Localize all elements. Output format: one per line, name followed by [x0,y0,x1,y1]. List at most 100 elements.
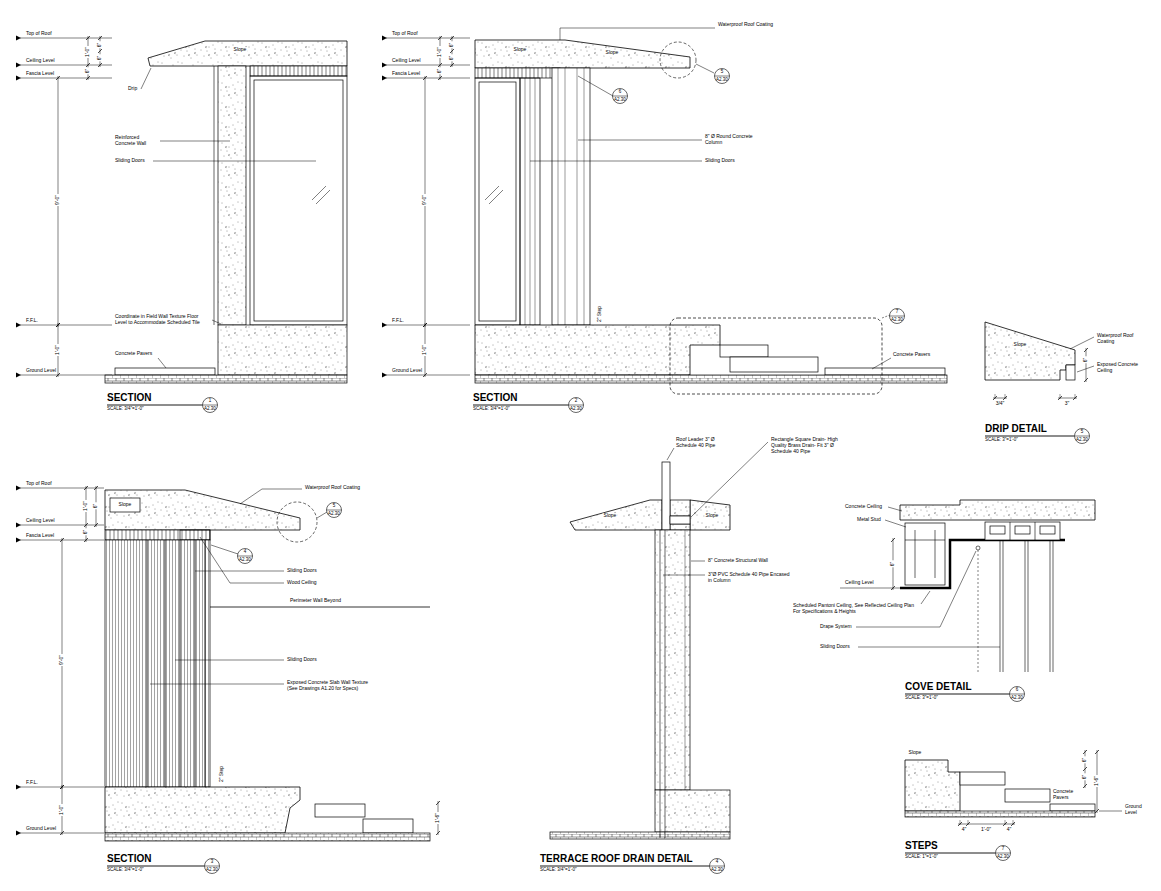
wall-line [685,530,686,790]
extension-line [968,820,969,825]
glass-mark [316,190,330,204]
leader-line [578,76,613,96]
level-label: Ground Level [392,368,422,374]
stud-line [915,530,916,578]
dimension-label: 1'-0" [83,500,89,512]
title-underline [540,866,710,867]
dimension-label: 6" [890,561,896,568]
dimension-label: 6" [449,42,455,49]
scale-note: SCALE: 3"=1'-0" [905,695,938,700]
level-line [20,375,112,376]
dimension-label: 6" [437,68,443,75]
dimension-tick [423,323,427,327]
glass-mark [489,190,503,204]
track-divider [1035,522,1036,540]
note-label: Coordinate in Field Wall Texture Floor L… [115,314,210,326]
level-line [20,38,112,39]
level-marker [16,323,21,328]
detail-tag-circle [238,549,253,564]
callout-number: 5 [333,504,336,509]
door-track [985,522,1060,540]
leader-line [175,660,284,661]
level-marker [382,36,387,41]
note-label: Roof Leader 3" Ø Schedule 40 Pipe [676,437,718,449]
leader-line [885,520,906,527]
level-marker [16,36,21,41]
dimension-tick [98,36,102,40]
detail-tag-circle [1075,429,1090,444]
leader-line [211,545,238,554]
view-title: SECTION [107,853,151,864]
note-label: Sliding Doors [287,657,317,663]
view-title: STEPS [905,840,938,851]
leader-line [141,68,151,89]
roof-slab [690,500,730,530]
door-panel-line [180,540,181,787]
annotation-label: 3" [1064,401,1071,407]
note-label: Sliding Doors [705,158,735,164]
ground-hatch [105,833,430,841]
dimension-tick [84,523,88,527]
sliding-door-line [1050,541,1051,672]
note-label: Exposed Concrete Ceiling [1097,362,1142,374]
scale-note: SCALE: 3/4"=1'-0" [540,867,577,872]
note-label: Waterproof Roof Coating [718,22,773,28]
roof-slab-edge [985,322,1075,380]
sliding-door-line [1028,541,1029,672]
title-underline [107,405,203,406]
callout-number: 7 [896,310,899,315]
level-line [20,325,112,326]
dimension-tick [1083,750,1087,754]
scale-note: SCALE: 3"=1'-0" [985,437,1018,442]
level-marker [16,373,21,378]
extension-line [995,394,996,399]
concrete-paver [1050,804,1095,811]
extension-line [960,820,961,825]
title-underline [985,436,1075,437]
sliding-door-line [1003,541,1004,672]
dimension-label: 6" [97,55,103,62]
ceiling-finish [1066,365,1075,380]
dimension-label: 6" [1082,757,1088,764]
note-label: Perimeter Wall Beyond [290,598,341,604]
view-title: TERRACE ROOF DRAIN DETAIL [540,853,693,864]
note-label: Concrete Pavers [115,351,152,357]
dimension-label: 1'-0" [422,344,428,356]
level-label: Ground Level [26,368,56,374]
dimension-label: 6" [449,55,455,62]
dimension-line [958,824,1015,825]
annotation-label: Slope [705,513,720,519]
sheet-reference: A2.30 [1011,696,1023,701]
detail-tag-divider [327,510,342,511]
level-label: Top of Roof [26,481,52,487]
dimension-label: 1'-0" [59,804,65,816]
leader-line [921,591,930,604]
note-label: 3"Ø PVC Schedule 40 Pipe Encased in Colu… [708,572,790,584]
leader-line [530,161,702,162]
title-underline [905,694,1010,695]
wood-ceiling [105,530,210,540]
concrete-ceiling [900,500,1095,520]
note-label: Waterproof Roof Coating [1097,333,1142,345]
view-title: COVE DETAIL [905,681,971,692]
dimension-label: 2" Step [219,765,225,783]
step-block [720,345,768,357]
title-underline [473,405,569,406]
note-label: Sliding Doors [287,568,317,574]
column-shade-line [577,68,578,325]
detail-tag-circle [1010,687,1025,702]
level-line [386,78,470,79]
leader-line [212,320,221,324]
slab-wall-texture [105,540,210,787]
leader-line [160,141,230,142]
view-title: SECTION [473,392,517,403]
stud-line [935,530,936,578]
step-block [363,819,413,833]
sheet-reference: A2.30 [716,78,728,83]
roof-slab [148,41,347,66]
detail-tag-circle [613,89,628,104]
jamb-line [535,78,536,325]
track-slot [1040,526,1055,534]
ceiling-panel [475,68,560,78]
leader-line [158,358,166,368]
